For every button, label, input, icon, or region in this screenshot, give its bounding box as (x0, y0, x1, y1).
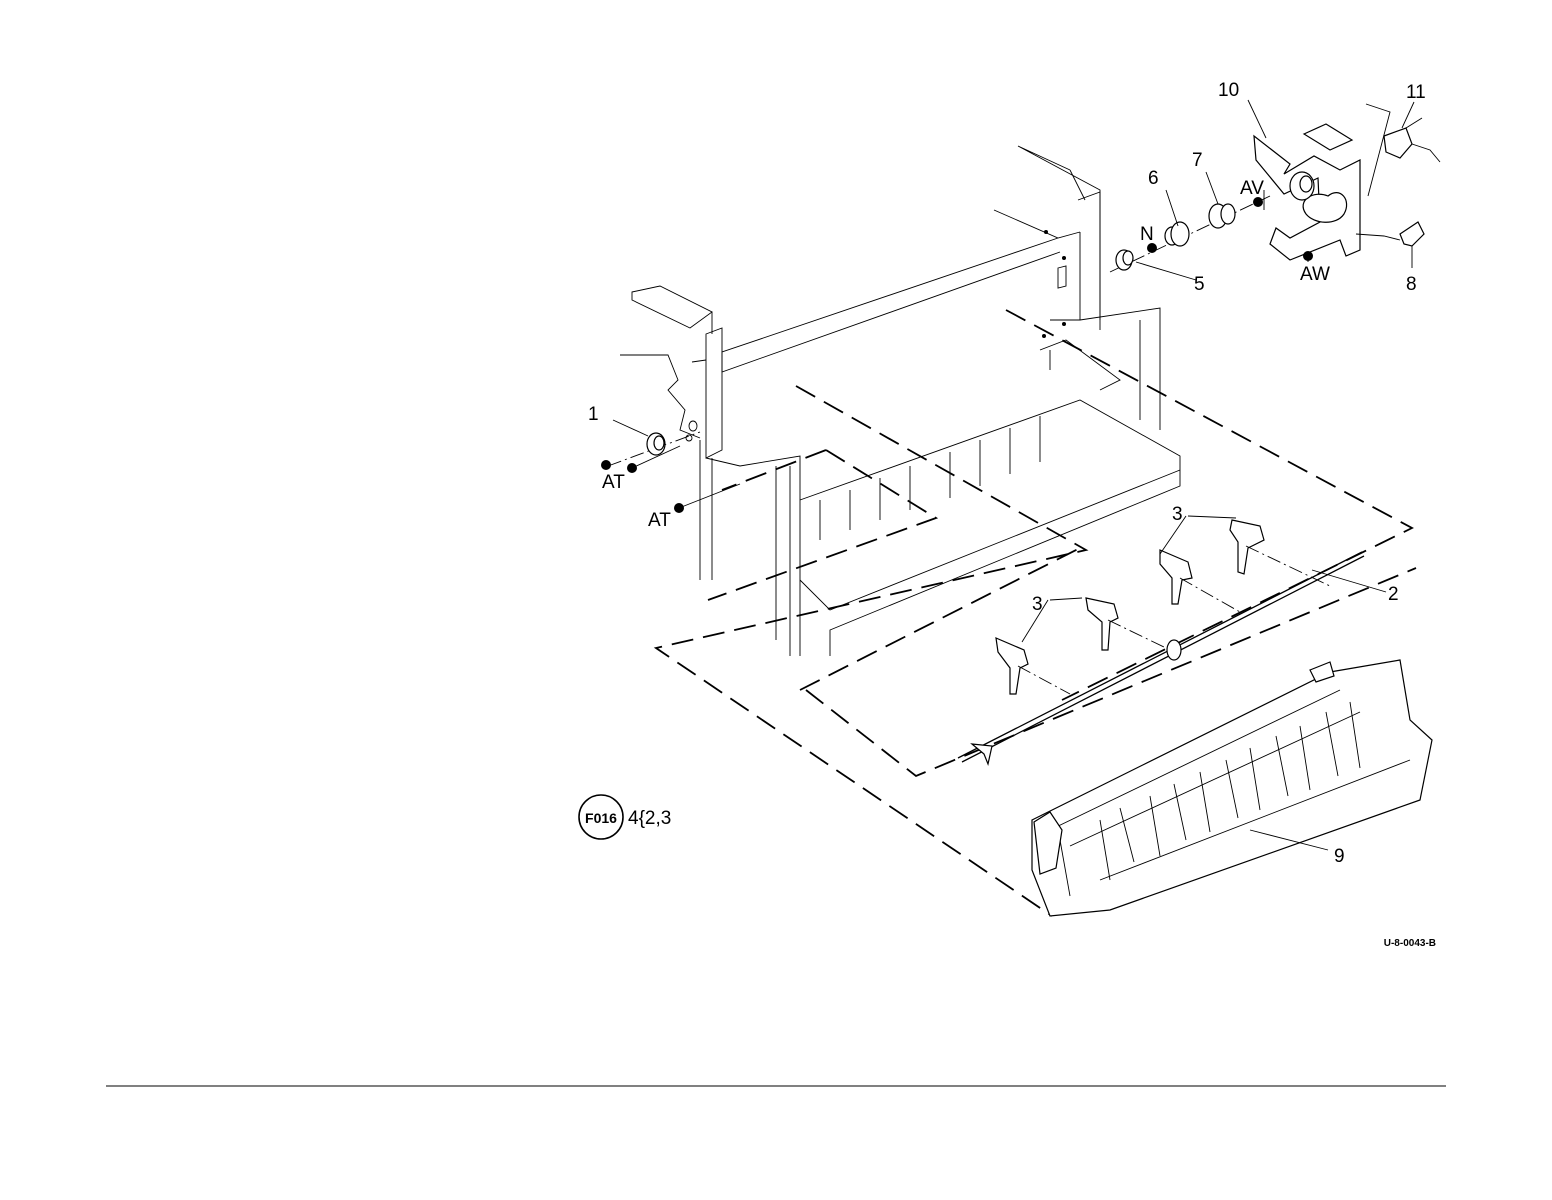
callout-10: 10 (1218, 80, 1239, 101)
reference-text: 4{2,3 (628, 808, 671, 829)
fastener-labels: AT AT N AV AW (602, 178, 1330, 531)
part-9-guide-assembly (1032, 660, 1432, 916)
part-11-sensor (1384, 102, 1440, 162)
callout-8: 8 (1406, 274, 1417, 295)
callout-6: 6 (1148, 168, 1159, 189)
reference-badge-text: F016 (585, 810, 617, 826)
fastener-at-lower: AT (648, 510, 671, 531)
part-8-sensor (1356, 222, 1424, 268)
callout-11: 11 (1406, 82, 1426, 103)
part-10-motor-bracket (1248, 100, 1390, 262)
fastener-aw: AW (1300, 264, 1330, 285)
fastener-at-upper: AT (602, 472, 625, 493)
frame-structure (620, 146, 1180, 656)
callout-9: 9 (1334, 846, 1345, 867)
callout-2: 2 (1388, 584, 1399, 605)
callout-7: 7 (1192, 150, 1203, 171)
fastener-n: N (1140, 224, 1154, 245)
part-1-bearing (601, 420, 740, 513)
callout-5: 5 (1194, 274, 1205, 295)
part-3-fingers (996, 516, 1330, 694)
figure-code: U-8-0043-B (1384, 938, 1436, 949)
fastener-av: AV (1240, 178, 1264, 199)
reference-badge: F016 4{2,3 (579, 795, 671, 839)
callout-3a: 3 (1172, 504, 1183, 525)
callout-1: 1 (588, 404, 599, 425)
callout-3b: 3 (1032, 594, 1043, 615)
